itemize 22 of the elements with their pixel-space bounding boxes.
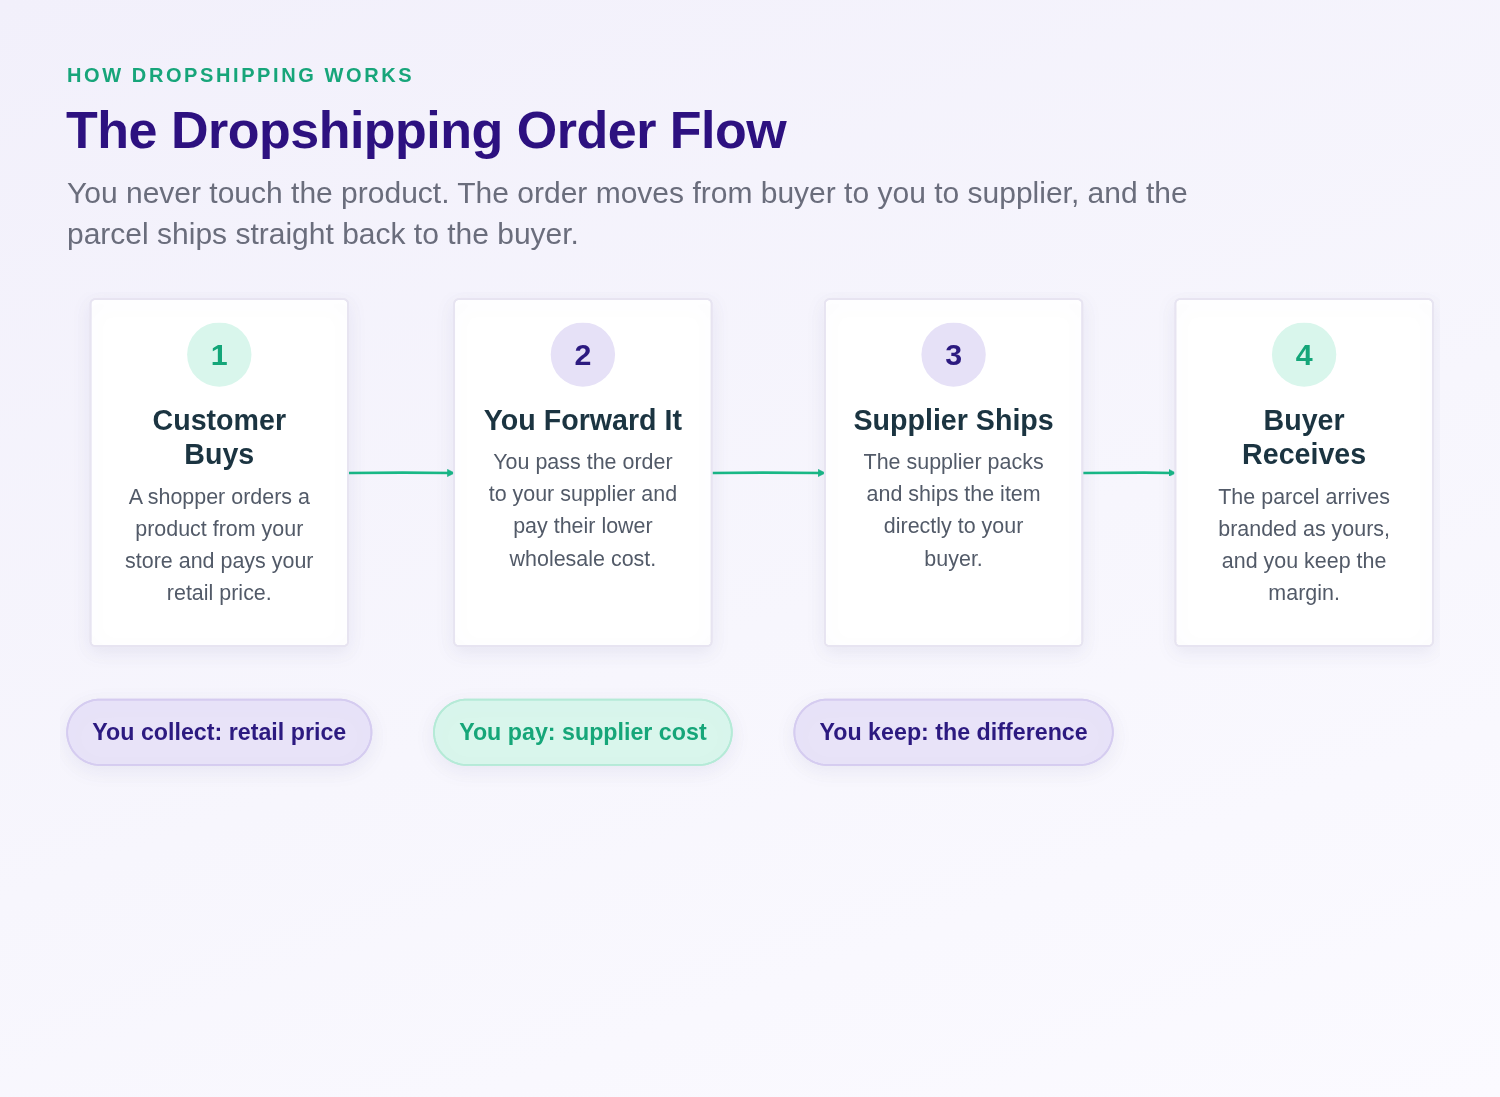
step-description: A shopper orders a product from your store and pays your retail price. [124,483,315,607]
step-description: The parcel arrives branded as yours, and you keep the margin. [1217,483,1391,607]
summary-text: You collect: retail price [91,717,348,748]
step-heading: You Forward It [482,402,683,438]
step-heading: Supplier Ships [852,402,1055,438]
subtitle: You never touch the product. The order moves from buyer to you to supplier, and the parcel ships straight back to the buyer. [67,175,1189,252]
step-heading: Customer Buys [151,402,288,472]
summary-text: You keep: the difference [818,717,1089,748]
step-card [1174,298,1434,647]
step-card [453,298,713,647]
summary-text: You pay: supplier cost [458,717,708,748]
arrow [348,469,455,477]
step-heading: Buyer Receives [1241,402,1368,472]
step-card [823,298,1084,647]
step-card [89,298,349,647]
summary-pill [66,698,373,766]
summary-pill [433,698,733,766]
eyebrow-heading: HOW DROPSHIPPING WORKS [67,64,415,87]
step-description: You pass the order to your supplier and pay their lower wholesale cost. [487,448,679,573]
step-description: The supplier packs and ships the item directly to your buyer. [862,448,1045,573]
summary-pill [793,698,1114,766]
diagram-title: The Dropshipping Order Flow [66,100,787,160]
